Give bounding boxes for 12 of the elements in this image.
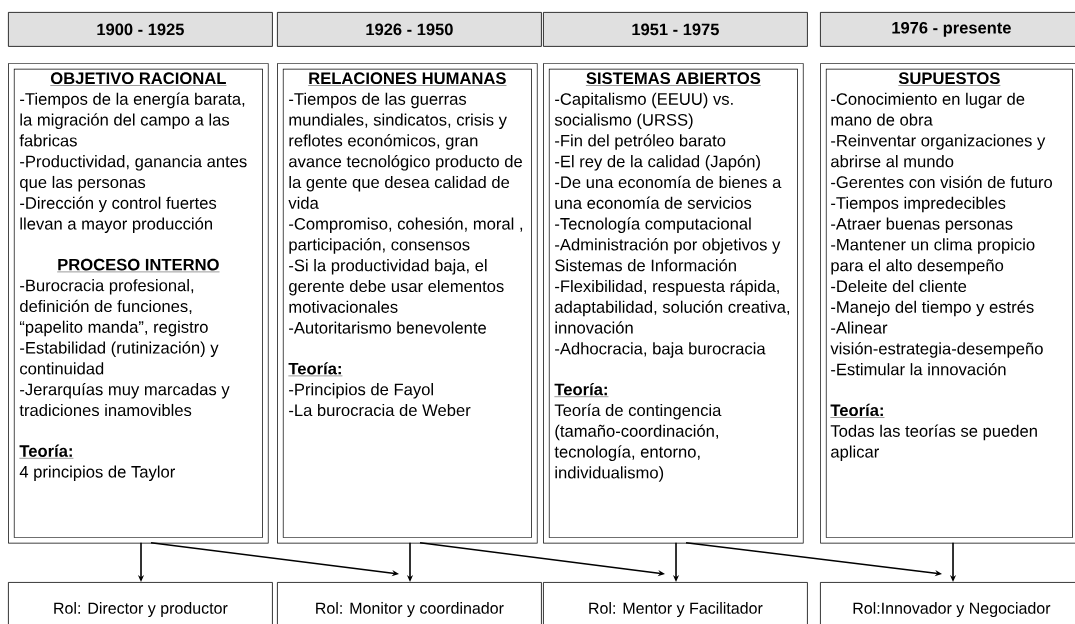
role-box: Rol:Innovador y Negociador — [820, 582, 1075, 624]
period-header: 1976 - presente — [820, 12, 1075, 47]
role-box: Rol: Mentor y Facilitador — [543, 582, 808, 624]
role-box: Rol: Director y productor — [8, 582, 273, 624]
period-box: SISTEMAS ABIERTOS -Capitalismo (EEUU) vs. socialismo (URSS) -Fin del petróleo barato -El rey de la calidad (Japón) -De una economía de bienes a una economía de servicios -Tecnología computacional -Administración por objetivos y Sistemas de Información -Flexibilidad, respuesta rápida, adaptabilidad, solución creativa, innovación -Adhocracia, baja burocracia Teoría: Teoría de contingencia (tamaño-coordinación, tecnología, entorno, individualismo) — [543, 63, 804, 544]
period-header: 1926 - 1950 — [277, 12, 542, 47]
role-box: Rol: Monitor y coordinador — [277, 582, 542, 624]
period-box: RELACIONES HUMANAS -Tiempos de las guerras mundiales, sindicatos, crisis y reflotes económicos, gran avance tecnológico producto de la gente que desea calidad de vida -Compromiso, cohesión, moral , participación, consensos -Si la productividad baja, el gerente debe usar elementos motivacionales -Autoritarismo benevolente Teoría: -Principios de Fayol -La burocracia de Weber — [277, 63, 538, 544]
period-box: SUPUESTOS -Conocimiento en lugar de mano de obra -Reinventar organizaciones y abrirse al mundo -Gerentes con visión de futuro -Tiempos impredecibles -Atraer buenas personas -Mantener un clima propicio para el alto desempeño -Deleite del cliente -Manejo del tiempo y estrés -Alinear visión-estrategia-desempeño -Estimular la innovación Teoría: Todas las teorías se pueden aplicar — [820, 63, 1075, 544]
period-header: 1900 - 1925 — [8, 12, 273, 47]
period-header: 1951 - 1975 — [543, 12, 808, 47]
period-box: OBJETIVO RACIONAL -Tiempos de la energía barata, la migración del campo a las fabricas -Productividad, ganancia antes que las personas -Dirección y control fuertes llevan a mayor producción PROCESO INTERNO -Burocracia profesional, definición de funciones, “papelito manda”, registro -Estabilidad (rutinización) y continuidad -Jerarquías muy marcadas y tradiciones inamovibles Teoría: 4 principios de Taylor — [8, 63, 269, 544]
